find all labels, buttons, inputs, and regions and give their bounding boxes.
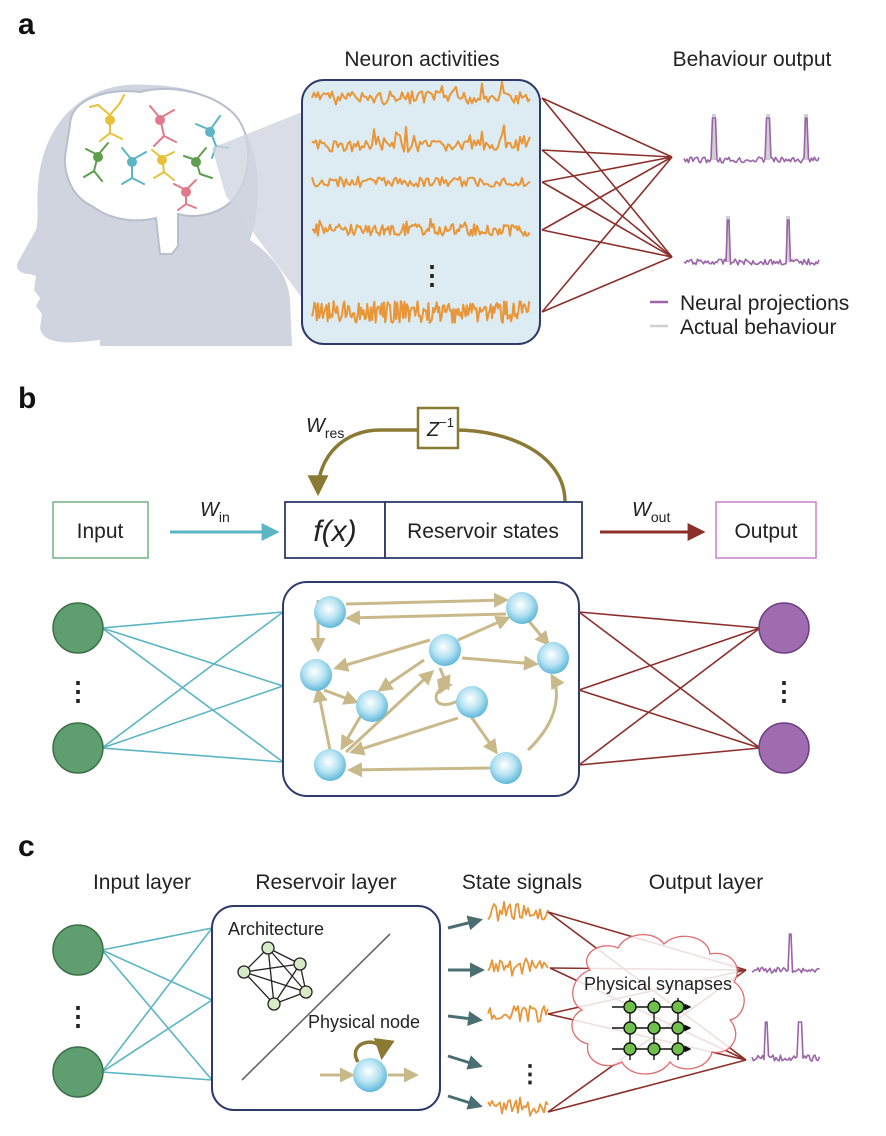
brain-neurons: [83, 94, 229, 211]
delay-label: Z−1: [426, 415, 454, 441]
reservoir-layer-title: Reservoir layer: [255, 871, 396, 894]
reservoir-node: [356, 690, 388, 722]
input-box: [52, 501, 149, 559]
output-box: [715, 501, 817, 559]
state-signals-ellipsis: ⋮: [518, 1061, 542, 1088]
behaviour-traces: [683, 114, 820, 266]
divider-line: [241, 933, 391, 1081]
reservoir-edges: [310, 592, 565, 778]
c-input-ellipsis: ⋮: [65, 1001, 91, 1031]
projection-wedge: [212, 112, 302, 298]
function-box: [284, 501, 386, 559]
output-nodes-ellipsis: ⋮: [771, 676, 797, 706]
input-label: Input: [77, 520, 124, 543]
state-signal-trace: [487, 1004, 549, 1023]
architecture-graph: [237, 941, 313, 1011]
state-signals-title: State signals: [462, 871, 582, 894]
output-node: [758, 602, 810, 654]
state-signal-traces: [487, 901, 549, 1117]
behaviour-output-title: Behaviour output: [673, 48, 832, 71]
c-output-trace: [751, 933, 820, 974]
neural-projection-trace: [683, 117, 820, 164]
reservoir-states-box: [384, 501, 583, 559]
reservoir-node: [506, 592, 538, 624]
reservoir-nodes: [300, 592, 569, 784]
legend-label-actual: Actual behaviour: [680, 316, 836, 339]
neuron-trace: [311, 175, 531, 188]
neuron-trace: [311, 300, 531, 324]
reservoir-node: [490, 752, 522, 784]
output-label: Output: [734, 520, 797, 543]
reservoir-node: [429, 634, 461, 666]
reservoir-node: [314, 596, 346, 628]
physical-node-label: Physical node: [308, 1012, 420, 1032]
c-output-traces: [751, 933, 821, 1062]
neural-projection-trace: [683, 219, 820, 266]
traces-ellipsis: ⋮: [419, 260, 445, 290]
output-node: [758, 722, 810, 774]
neuron-trace: [311, 81, 531, 106]
w-out-label: Wout: [632, 499, 670, 525]
neuron-activities-title: Neuron activities: [344, 48, 499, 71]
neuron-trace: [311, 124, 531, 153]
reservoir-node: [456, 686, 488, 718]
neuron-trace: [311, 217, 531, 237]
state-signal-trace: [487, 901, 549, 922]
output-connections: [578, 611, 761, 766]
panel-c: c Input layer Reservoir layer State sign…: [18, 830, 821, 1117]
neuron-traces: [311, 81, 531, 324]
legend-label-neural: Neural projections: [680, 292, 849, 315]
input-node: [52, 722, 104, 774]
state-signal-trace: [487, 1096, 549, 1117]
reservoir-states-label: Reservoir states: [407, 520, 559, 543]
panel-a-letter: a: [18, 8, 35, 41]
panel-c-letter: c: [18, 830, 35, 863]
w-in-label: Win: [200, 499, 230, 525]
c-input-node: [52, 924, 104, 976]
readout-connections: [541, 97, 673, 313]
state-signal-trace: [487, 957, 549, 977]
panel-b-letter: b: [18, 382, 36, 415]
synapse-grid: [612, 998, 692, 1060]
w-res-label: Wres: [306, 415, 344, 441]
input-connections: [101, 611, 284, 763]
reservoir-node: [314, 749, 346, 781]
panel-b: b Z−1 Wres Input Win f(x) Reservoir stat…: [18, 382, 817, 797]
reservoir-node: [537, 642, 569, 674]
output-layer-title: Output layer: [649, 871, 763, 894]
reservoir-node: [300, 659, 332, 691]
physical-synapses-label: Physical synapses: [584, 974, 732, 994]
c-input-connections: [101, 927, 213, 1081]
input-node: [52, 602, 104, 654]
architecture-label: Architecture: [228, 919, 324, 939]
state-arrows: [447, 915, 485, 1110]
legend: Neural projections Actual behaviour: [650, 292, 849, 339]
c-output-trace: [751, 1021, 821, 1062]
input-nodes-ellipsis: ⋮: [65, 676, 91, 706]
function-label: f(x): [313, 515, 356, 548]
c-input-node: [52, 1046, 104, 1098]
physical-node: [353, 1058, 387, 1092]
delay-box: [416, 406, 460, 450]
input-layer-title: Input layer: [93, 871, 191, 894]
panel-a: a Neuron activities ⋮: [16, 8, 849, 347]
self-loop-arrow: [353, 1037, 395, 1063]
